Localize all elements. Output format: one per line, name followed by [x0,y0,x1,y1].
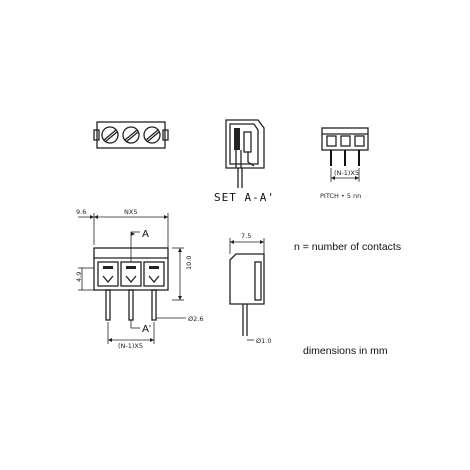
units-note: dimensions in mm [303,345,388,357]
section-view: SET A-A' [214,119,275,204]
pitch-spacing-dim: (N-1)X5 [334,169,359,177]
section-mark-a: A [142,228,149,240]
screw-head-2 [122,126,140,144]
screw-head-1 [101,126,119,144]
dim-top-width: NX5 [124,208,137,216]
dim-pin-dia: Ø2.6 [188,315,203,323]
legend-note: n = number of contacts [294,241,401,253]
section-label: SET A-A' [214,191,275,204]
dim-height-full: 10.0 [185,256,193,270]
dim-top-left: 9.6 [76,208,86,216]
dim-height-left: 4.9 [75,272,83,282]
front-view: 9.6 NX5 A A' 4.9 [75,208,203,350]
screw-head-3 [143,126,161,144]
side-view: 7.5 Ø1.0 [229,232,271,345]
dim-side-depth: 7.5 [241,232,251,240]
pitch-label: PITCH • 5 nn [320,192,361,200]
dim-side-pin-dia: Ø1.0 [256,337,271,345]
dim-pin-spacing: (N-1)X5 [118,342,143,350]
pitch-view: (N-1)X5 PITCH • 5 nn [320,127,369,200]
section-mark-a-prime: A' [142,323,151,335]
top-view [93,121,169,149]
